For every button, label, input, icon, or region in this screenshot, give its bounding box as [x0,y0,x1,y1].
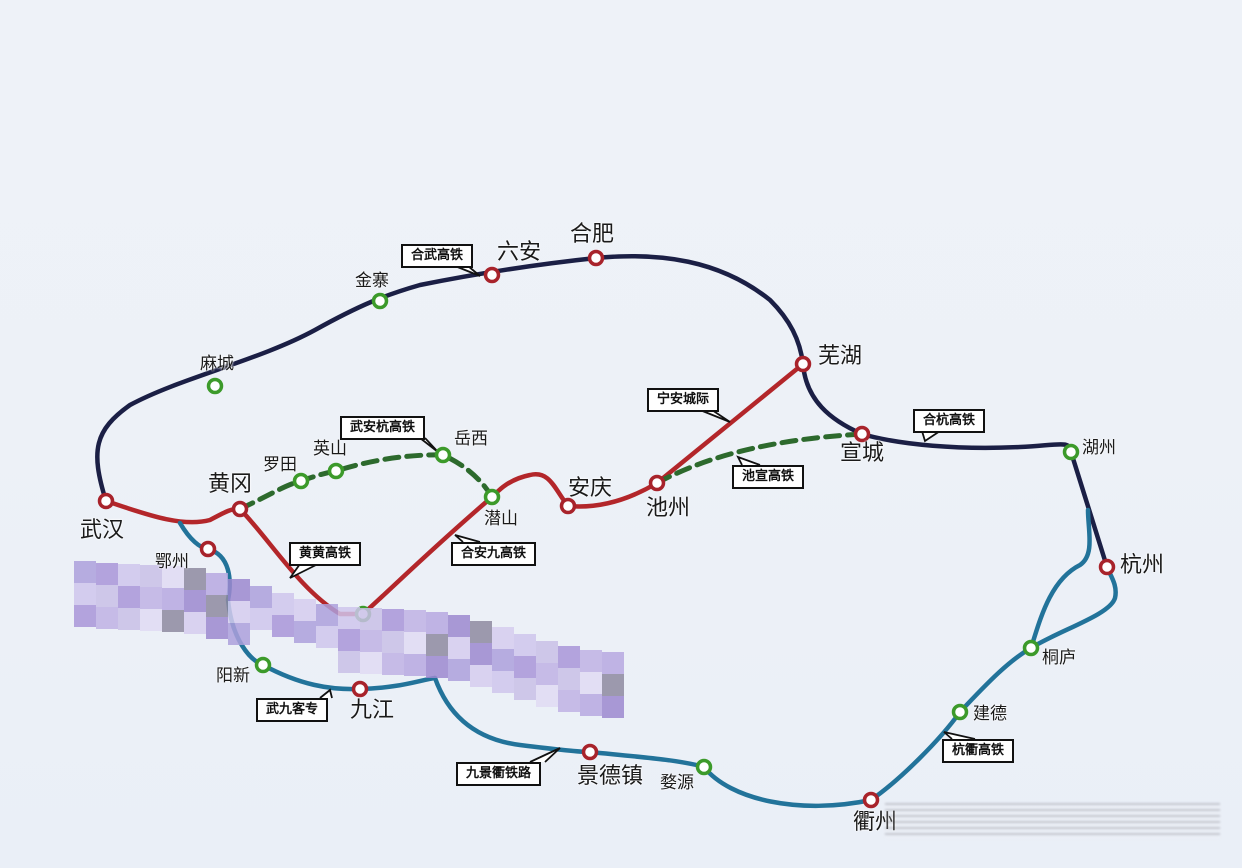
station-marker [648,474,666,492]
stations [97,249,1116,809]
station-label: 湖州 [1082,438,1116,458]
station-label: 潜山 [484,509,518,529]
rail-line-hangqu-hsr [868,564,1118,803]
station-marker [292,472,310,490]
station-label: 武汉 [80,518,125,543]
line-name-callout: 武九客专 [256,698,329,723]
callout-tail [921,430,941,443]
line-name-callout: 武安杭高铁 [340,416,426,441]
station-marker [1022,639,1040,657]
blurred-watermark [885,803,1220,839]
station-marker [351,680,369,698]
station-marker [1098,558,1116,576]
station-marker [695,758,713,776]
station-marker [581,743,599,761]
station-marker [483,266,501,284]
station-label: 金寨 [355,271,389,291]
station-label: 罗田 [263,455,297,475]
station-marker [371,292,389,310]
station-marker [231,500,249,518]
callout-tail [454,534,481,543]
callout-tail [736,455,761,466]
station-marker [206,377,224,395]
callout-tail [699,409,731,423]
station-marker [951,703,969,721]
station-marker [97,492,115,510]
station-label: 池州 [646,496,691,521]
rail-line-ningan-intercity-and-heanjiu [360,361,806,617]
line-name-callout: 池宣高铁 [732,465,805,490]
station-marker [862,791,880,809]
callout-tail [454,265,481,277]
station-label: 宣城 [840,441,885,466]
station-marker [587,249,605,267]
station-label: 麻城 [200,354,234,374]
station-label: 合肥 [570,222,615,247]
station-label: 九江 [350,698,395,723]
station-marker [254,656,272,674]
line-name-callout: 合安九高铁 [451,542,537,567]
station-label: 杭州 [1120,553,1165,578]
station-label: 建德 [973,704,1007,724]
callout-tail [319,688,333,699]
station-label: 衢州 [853,810,898,835]
station-label: 英山 [313,439,347,459]
station-marker [327,462,345,480]
station-label: 黄冈 [208,472,253,497]
station-marker [559,497,577,515]
line-name-callout: 九景衢铁路 [456,762,542,787]
line-name-callout: 黄黄高铁 [289,542,362,567]
rail-line-hangqu-hsr-branch [1028,507,1092,651]
station-marker [434,446,452,464]
callout-tail [289,563,319,579]
rail-lines [95,253,1118,809]
line-name-callout: 合武高铁 [401,244,474,269]
station-label: 安庆 [568,476,613,501]
station-label: 鄂州 [155,552,189,572]
station-label: 岳西 [454,429,488,449]
rail-line-chixuan-hsr [654,431,865,486]
station-label: 景德镇 [577,764,644,789]
station-label: 阳新 [216,666,250,686]
callout-tails [289,265,976,763]
station-label: 六安 [497,240,542,265]
station-marker [1062,443,1080,461]
line-name-callout: 杭衢高铁 [942,739,1015,764]
station-label: 婺源 [660,773,694,793]
station-label: 桐庐 [1042,648,1076,668]
line-name-callout: 宁安城际 [647,388,720,413]
callout-tail [529,747,561,763]
rail-line-hewu-hefei-hangzhou [95,253,1110,570]
station-marker [199,540,217,558]
station-label: 芜湖 [818,344,863,369]
station-marker [853,425,871,443]
callout-tail [943,731,976,740]
rail-line-jiujingqu-railway [432,675,874,809]
station-marker [794,355,812,373]
line-name-callout: 合杭高铁 [913,409,986,434]
station-marker [483,488,501,506]
